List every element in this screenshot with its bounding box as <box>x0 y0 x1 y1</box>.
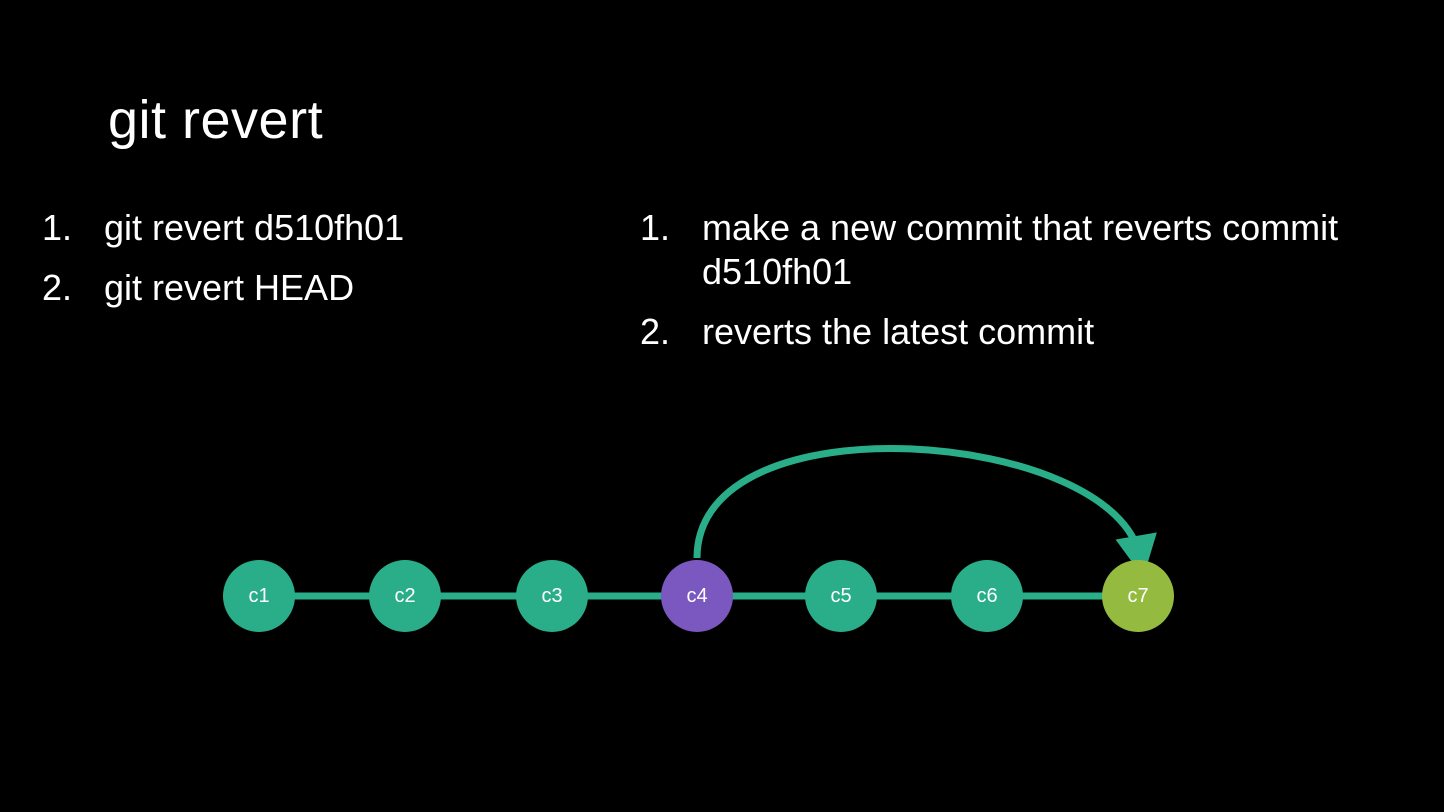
commit-label: c5 <box>830 585 851 607</box>
command-number: 2. <box>42 267 73 308</box>
commit-circle <box>805 560 877 632</box>
description-item: 1. make a new commit that reverts commit… <box>640 206 1440 294</box>
description-number: 2. <box>640 311 671 352</box>
commit-nodes: c1 c2 c3 c4 c5 c6 c7 <box>223 560 1174 632</box>
commit-circle <box>951 560 1023 632</box>
commit-label: c6 <box>976 585 997 607</box>
command-number: 1. <box>42 207 73 248</box>
command-item: 1. git revert d510fh01 <box>42 206 602 250</box>
commit-circle <box>516 560 588 632</box>
slide-title: git revert <box>108 90 324 150</box>
descriptions-list: 1. make a new commit that reverts commit… <box>640 206 1440 370</box>
commit-circle <box>223 560 295 632</box>
description-number: 1. <box>640 207 671 248</box>
commit-node-c4: c4 <box>661 560 733 632</box>
command-item: 2. git revert HEAD <box>42 266 602 310</box>
commit-node-c7: c7 <box>1102 560 1174 632</box>
command-text: git revert d510fh01 <box>104 207 405 248</box>
description-text: reverts the latest commit <box>702 311 1095 352</box>
commit-label: c4 <box>686 585 707 607</box>
commit-node-c5: c5 <box>805 560 877 632</box>
commit-label: c1 <box>248 585 269 607</box>
revert-arrow <box>693 445 1157 578</box>
description-text: make a new commit that reverts commit d5… <box>702 207 1339 292</box>
commit-circle <box>661 560 733 632</box>
commands-list: 1. git revert d510fh01 2. git revert HEA… <box>42 206 602 326</box>
commit-node-c3: c3 <box>516 560 588 632</box>
commit-node-c1: c1 <box>223 560 295 632</box>
commit-node-c2: c2 <box>369 560 441 632</box>
commit-label: c2 <box>394 585 415 607</box>
commit-node-c6: c6 <box>951 560 1023 632</box>
commit-label: c7 <box>1127 585 1148 607</box>
description-item: 2. reverts the latest commit <box>640 310 1440 354</box>
commit-circle <box>1102 560 1174 632</box>
commit-circle <box>369 560 441 632</box>
command-text: git revert HEAD <box>104 267 355 308</box>
commit-label: c3 <box>541 585 562 607</box>
